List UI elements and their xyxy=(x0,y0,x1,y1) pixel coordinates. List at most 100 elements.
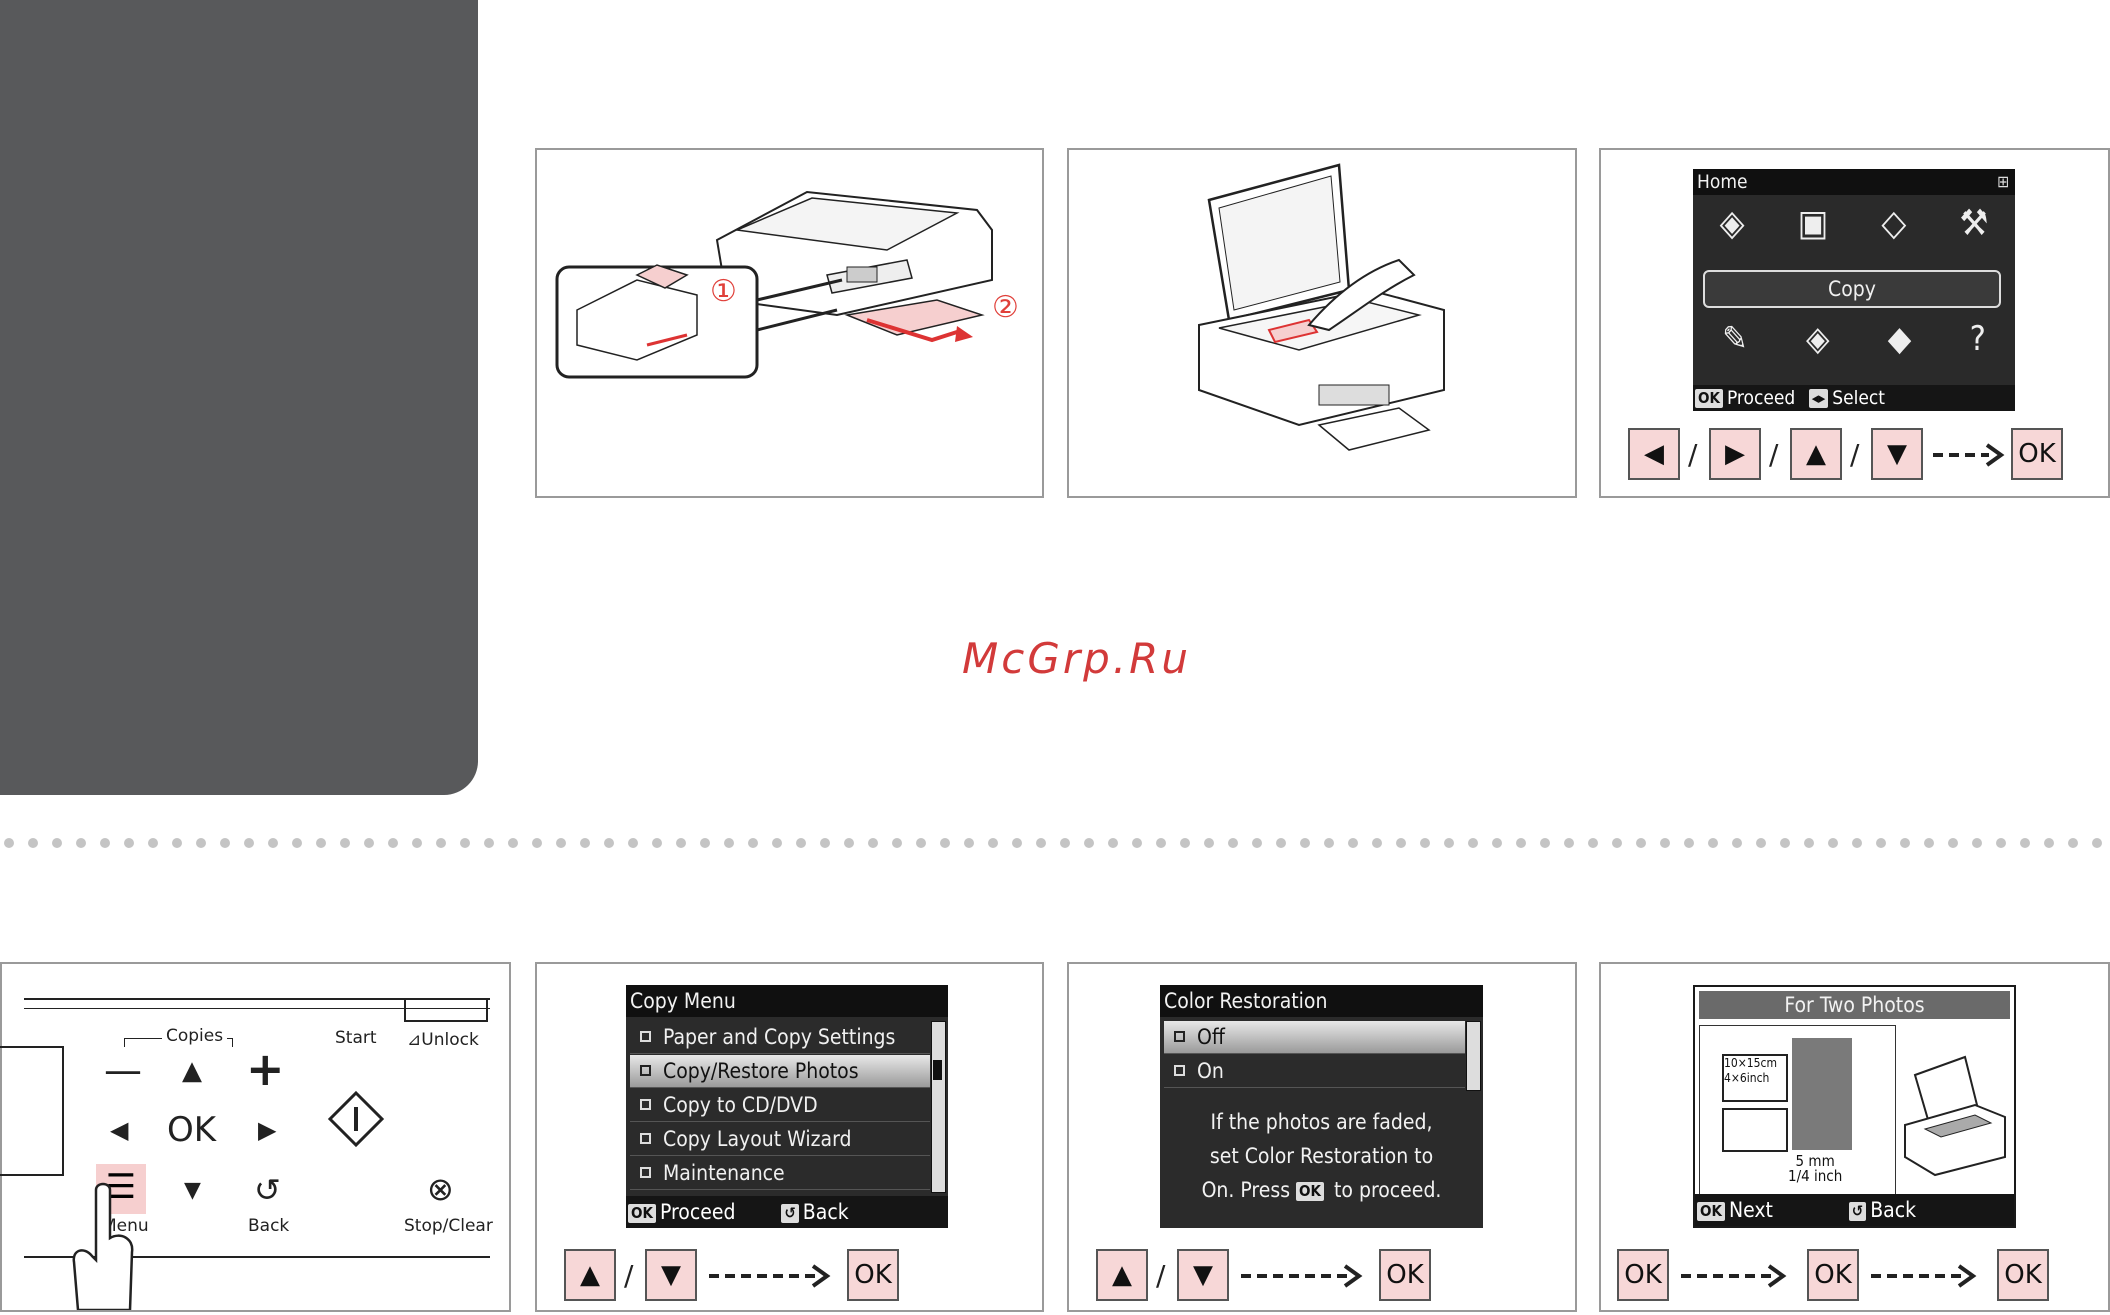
up-key[interactable]: ▲ xyxy=(1790,428,1842,480)
menu-item[interactable]: Copy to CD/DVD xyxy=(630,1089,930,1122)
separator-dot xyxy=(964,838,974,848)
separator-dot xyxy=(148,838,158,848)
menu-item-label: Maintenance xyxy=(663,1161,785,1185)
finger-icon xyxy=(72,1182,134,1310)
dashed-arrow-icon xyxy=(1933,443,2005,467)
menu-item[interactable]: Paper and Copy Settings xyxy=(630,1021,930,1054)
cd-icon[interactable]: ◆ xyxy=(1887,319,1912,359)
menu-item[interactable]: Copy Layout Wizard xyxy=(630,1123,930,1156)
right-key[interactable]: ▶ xyxy=(1709,428,1761,480)
separator-dot xyxy=(700,838,710,848)
stop-icon[interactable]: ⊗ xyxy=(427,1170,454,1208)
separator-dot xyxy=(892,838,902,848)
up-key[interactable]: ▲ xyxy=(1096,1249,1148,1301)
dashed-arrow-icon xyxy=(1681,1264,1787,1288)
message-line-2: set Color Restoration to xyxy=(1209,1144,1434,1168)
ok-key-1[interactable]: OK xyxy=(1617,1249,1669,1301)
lcd-frame xyxy=(0,1046,64,1176)
stop-label: Stop/Clear xyxy=(404,1216,493,1236)
separator-dot xyxy=(1012,838,1022,848)
menu-item[interactable]: Copy/Restore Photos xyxy=(630,1055,930,1088)
layout-icon[interactable]: ◈ xyxy=(1806,319,1830,359)
scrollbar[interactable] xyxy=(931,1021,946,1193)
print-icon[interactable]: ✎ xyxy=(1722,319,1748,359)
back-icon[interactable]: ↺ xyxy=(254,1171,281,1209)
separator-dot xyxy=(1876,838,1886,848)
menu-item[interactable]: Off xyxy=(1164,1021,1465,1054)
down-key[interactable]: ▼ xyxy=(1177,1249,1229,1301)
ok-chip: OK xyxy=(1695,389,1723,408)
next-label: Next xyxy=(1728,1198,1773,1222)
menu-item[interactable]: On xyxy=(1164,1055,1465,1088)
scan-area xyxy=(1792,1038,1852,1150)
separator-dot xyxy=(364,838,374,848)
ok-key[interactable]: OK xyxy=(1379,1249,1431,1301)
up-button[interactable]: ▲ xyxy=(182,1056,202,1086)
dashed-arrow-icon xyxy=(1871,1264,1977,1288)
setup-icon[interactable]: ⚒ xyxy=(1959,203,1989,244)
chapter-tab xyxy=(0,0,478,795)
watermark: McGrp.Ru xyxy=(962,634,1191,683)
separator-dot xyxy=(1996,838,2006,848)
separator-dot xyxy=(1396,838,1406,848)
separator-dot xyxy=(1276,838,1286,848)
control-panel-line xyxy=(24,1008,490,1009)
separator-dot xyxy=(1540,838,1550,848)
separator: / xyxy=(1688,438,1698,471)
minus-button[interactable]: — xyxy=(104,1048,142,1092)
copy-icon[interactable]: ◈ xyxy=(1719,203,1745,244)
bullet-icon xyxy=(640,1065,651,1076)
separator-dot xyxy=(1348,838,1358,848)
separator-dot xyxy=(1684,838,1694,848)
separator-dot xyxy=(556,838,566,848)
ok-key-3[interactable]: OK xyxy=(1997,1249,2049,1301)
separator-dot xyxy=(772,838,782,848)
separator-dot xyxy=(1564,838,1574,848)
start-icon[interactable] xyxy=(327,1090,385,1148)
right-button[interactable]: ▶ xyxy=(258,1116,277,1144)
separator-dot xyxy=(52,838,62,848)
separator-dot xyxy=(1444,838,1454,848)
separator-dot xyxy=(2092,838,2102,848)
separator-dot xyxy=(676,838,686,848)
separator-dot xyxy=(220,838,230,848)
left-button[interactable]: ◀ xyxy=(110,1116,129,1144)
separator-dot xyxy=(1804,838,1814,848)
ok-key[interactable]: OK xyxy=(2011,428,2063,480)
separator-dot xyxy=(484,838,494,848)
message-line-3a: On. Press xyxy=(1201,1178,1291,1202)
scan-icon[interactable]: ◇ xyxy=(1881,203,1907,244)
down-button[interactable]: ▼ xyxy=(184,1178,201,1203)
copy-highlight[interactable]: Copy xyxy=(1703,270,2001,308)
separator-dot xyxy=(196,838,206,848)
separator-dot xyxy=(124,838,134,848)
ok-key-2[interactable]: OK xyxy=(1807,1249,1859,1301)
separator-dot xyxy=(748,838,758,848)
scrollbar[interactable] xyxy=(1466,1021,1481,1091)
separator-dot xyxy=(1828,838,1838,848)
menu-label: Menu xyxy=(102,1216,149,1236)
camera-icon[interactable]: ▣ xyxy=(1797,203,1829,244)
separator-dot xyxy=(436,838,446,848)
separator-dot xyxy=(1228,838,1238,848)
bullet-icon xyxy=(1174,1031,1185,1042)
separator-dot xyxy=(1420,838,1430,848)
menu-item[interactable]: Maintenance xyxy=(630,1157,930,1190)
back-chip: ↺ xyxy=(1848,1201,1867,1221)
size-line-2: 4×6inch xyxy=(1724,1071,1770,1085)
down-key[interactable]: ▼ xyxy=(1871,428,1923,480)
ok-button[interactable]: OK xyxy=(167,1110,217,1150)
unlock-tab xyxy=(404,1000,488,1022)
left-key[interactable]: ◀ xyxy=(1628,428,1680,480)
menu-item-label: Paper and Copy Settings xyxy=(663,1025,896,1049)
separator-dot xyxy=(604,838,614,848)
ok-key[interactable]: OK xyxy=(847,1249,899,1301)
down-key[interactable]: ▼ xyxy=(645,1249,697,1301)
home-icons-bottom: ✎ ◈ ◆ ? xyxy=(1693,319,2015,359)
up-key[interactable]: ▲ xyxy=(564,1249,616,1301)
dashed-arrow-icon xyxy=(709,1264,831,1288)
help-icon[interactable]: ? xyxy=(1969,319,1986,359)
plus-button[interactable]: + xyxy=(246,1042,285,1096)
